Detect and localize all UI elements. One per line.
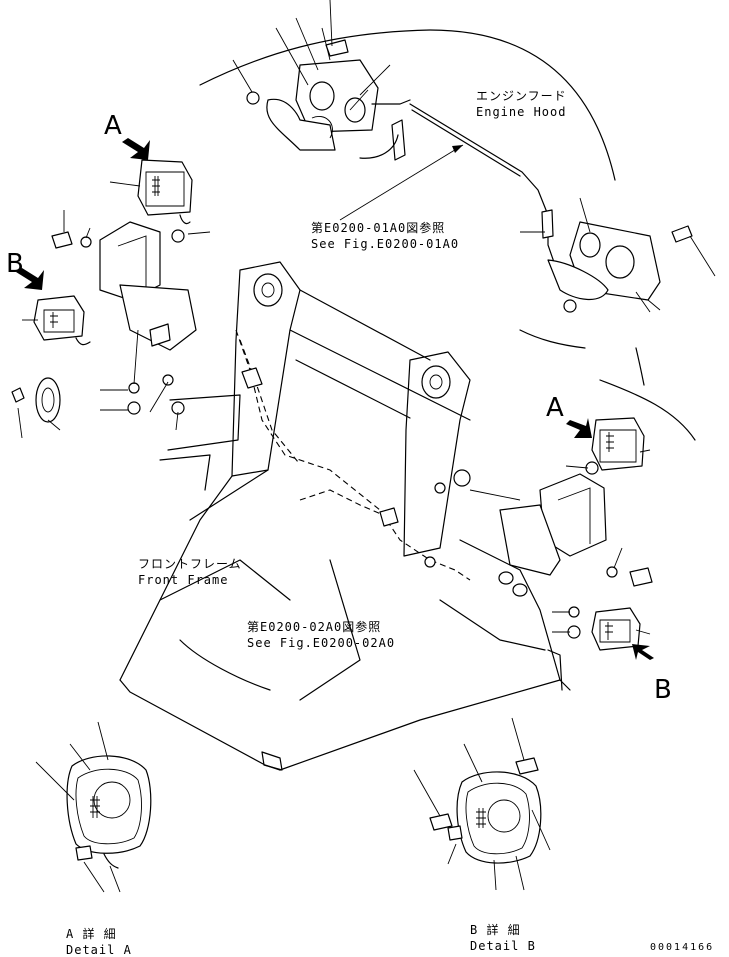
view-marker-a-left: A (104, 111, 122, 141)
document-number: 00014166 (650, 942, 714, 953)
rear-lamp-right-assembly (520, 197, 716, 313)
work-lamp-b-right (591, 607, 641, 651)
ref1-label-en: See Fig.E0200-01A0 (311, 237, 459, 251)
labels: エンジンフード Engine Hood 第E0200-01A0図参照 See F… (6, 89, 714, 957)
ref2-label-en: See Fig.E0200-02A0 (247, 636, 395, 650)
detail-a-label-jp: A 詳 細 (66, 926, 117, 941)
detail-b-drawing (413, 717, 551, 891)
front-frame (119, 261, 571, 771)
ref1-label-jp: 第E0200-01A0図参照 (311, 220, 445, 235)
view-marker-a-right: A (546, 393, 564, 423)
detail-b-label-jp: B 詳 細 (470, 922, 521, 937)
right-lamp-group (499, 417, 653, 651)
work-lamp-a-left (137, 159, 193, 216)
engine-hood (199, 29, 696, 441)
left-lamp-group (11, 159, 211, 439)
ref2-label-jp: 第E0200-02A0図参照 (247, 619, 381, 634)
front-frame-label-jp: フロントフレーム (138, 557, 242, 571)
rear-lamp-left-assembly (232, 0, 411, 161)
detail-a-drawing (35, 721, 152, 893)
view-arrows (16, 138, 654, 660)
detail-b-label-en: Detail B (470, 939, 536, 953)
work-lamp-a-right (591, 417, 645, 471)
engine-hood-label-en: Engine Hood (476, 105, 566, 119)
work-lamp-b-left (33, 295, 85, 341)
view-marker-b-right: B (654, 675, 672, 705)
front-frame-label-en: Front Frame (138, 573, 228, 587)
detail-a-label-en: Detail A (66, 943, 132, 957)
view-marker-b-left: B (6, 249, 24, 279)
engine-hood-label-jp: エンジンフード (476, 89, 567, 103)
engine-hood-harness (339, 103, 557, 269)
